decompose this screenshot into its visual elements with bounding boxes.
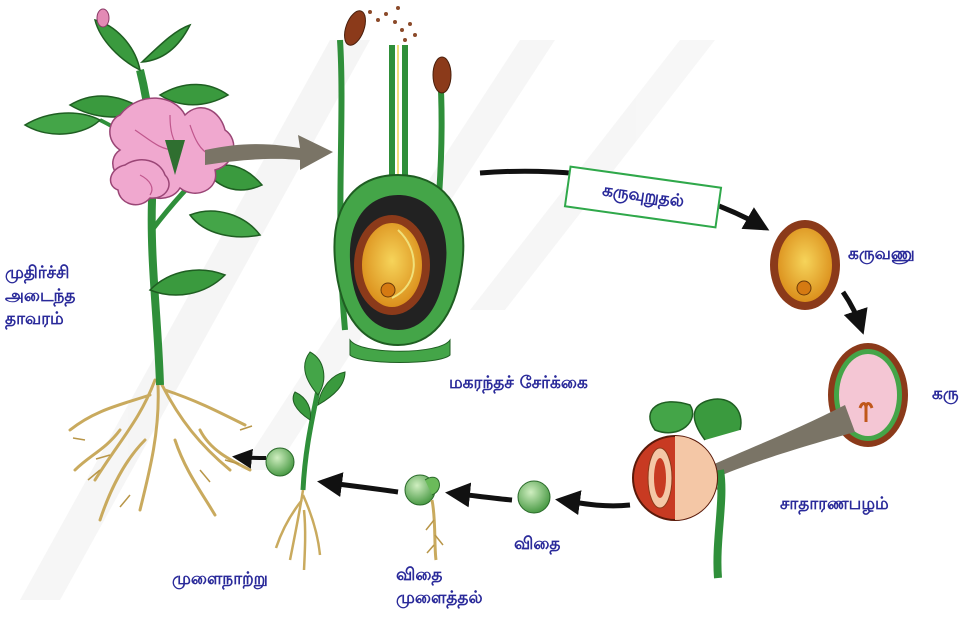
to-germination-arrow [450, 493, 512, 500]
zygote-illustration [770, 220, 840, 310]
to-mature-plant-arrow [236, 457, 266, 458]
to-seed-arrow [560, 500, 630, 506]
embryo-label: கரு [932, 383, 959, 406]
to-seedling-arrow [322, 482, 398, 492]
germinating-seed-illustration [405, 475, 443, 560]
mature-plant-label-line1: முதிர்ச்சி [5, 262, 76, 285]
to-embryo-arrow [843, 292, 862, 330]
simple-fruit-label: சாதாரணபழம் [780, 493, 889, 516]
seedling-label: முளைநாற்று [172, 568, 268, 591]
pollination-label: மகரந்தச் சேர்க்கை [449, 372, 588, 395]
germination-label-line1: விதை [396, 564, 483, 587]
zygote-label: கருவணு [848, 243, 915, 266]
fertilization-label: கருவுறுதல் [601, 180, 686, 213]
germination-label-line2: முளைத்தல் [396, 587, 483, 610]
mature-plant-label-line2: அடைந்த [5, 285, 76, 308]
mature-plant-label-line3: தாவரம் [5, 308, 76, 331]
seed-illustration [518, 481, 550, 513]
simple-fruit-illustration [633, 399, 741, 578]
germination-label: விதை முளைத்தல் [396, 564, 483, 610]
seed-label: விதை [514, 533, 561, 556]
mature-plant-label: முதிர்ச்சி அடைந்த தாவரம் [5, 262, 76, 331]
